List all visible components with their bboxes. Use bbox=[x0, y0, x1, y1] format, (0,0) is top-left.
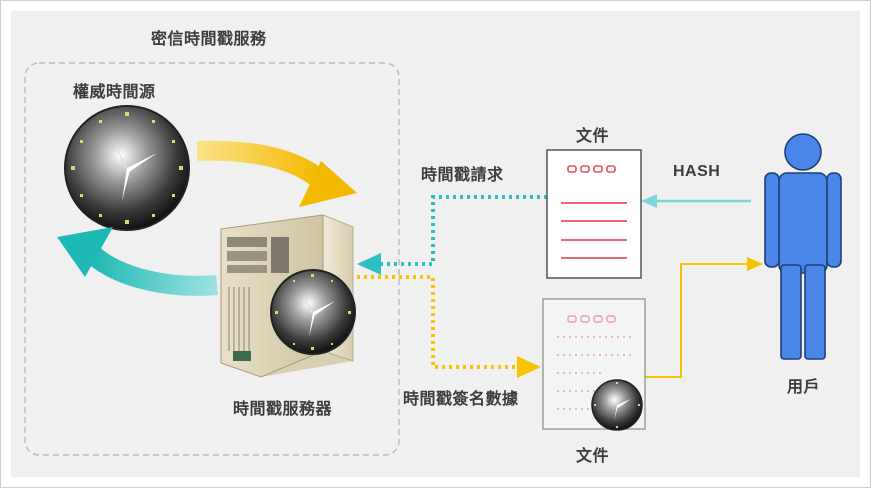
authority-clock-icon bbox=[64, 105, 190, 231]
user-icon bbox=[764, 133, 842, 360]
diagram-panel bbox=[11, 11, 860, 477]
user-label: 用戶 bbox=[787, 377, 821, 396]
diagram-title: 密信時間戳服務 bbox=[151, 29, 267, 48]
request-document-label: 文件 bbox=[576, 126, 610, 145]
hash-arrow bbox=[641, 194, 751, 208]
sync-arrow-yellow bbox=[196, 140, 357, 207]
timestamp-request-arrow bbox=[357, 195, 547, 275]
authority-time-source-label: 權威時間源 bbox=[73, 82, 156, 101]
server-clock-icon bbox=[270, 269, 356, 355]
timestamp-signature-arrow bbox=[357, 275, 541, 378]
timestamp-server-label: 時間戳服務器 bbox=[233, 399, 333, 418]
return-to-user-arrow bbox=[645, 257, 763, 378]
document-stamp-clock-icon bbox=[591, 379, 643, 431]
hash-label: HASH bbox=[673, 163, 721, 180]
timestamp-request-label: 時間戳請求 bbox=[421, 165, 504, 184]
sync-arrow-teal bbox=[57, 227, 218, 296]
signed-document-label: 文件 bbox=[576, 446, 610, 465]
request-document-icon bbox=[546, 149, 642, 279]
timestamp-signature-data-label: 時間戳簽名數據 bbox=[403, 389, 519, 408]
timestamp-service-group-border bbox=[24, 62, 400, 456]
